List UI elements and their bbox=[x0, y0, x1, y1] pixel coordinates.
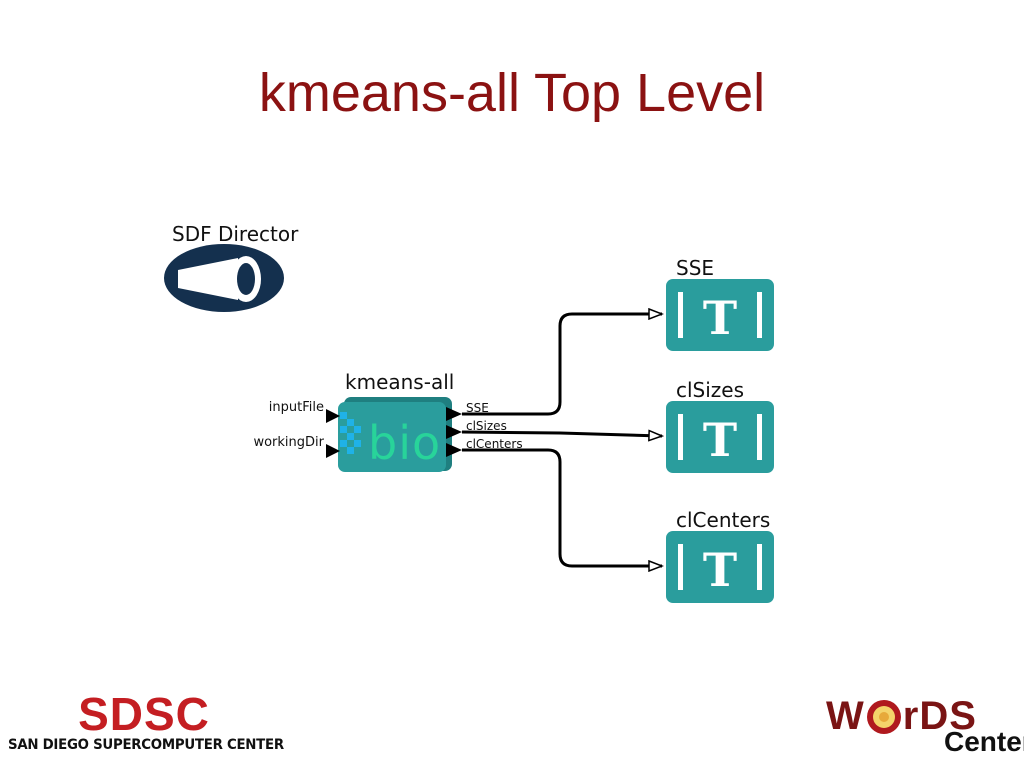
words-logo-text: W rDS bbox=[826, 694, 977, 739]
input-port-inputfile[interactable] bbox=[326, 409, 340, 423]
actor-name: kmeans-all bbox=[345, 370, 454, 394]
director-label: SDF Director bbox=[172, 222, 299, 246]
words-logo-rds: rDS bbox=[902, 694, 977, 738]
display-t-icon: T bbox=[703, 543, 737, 597]
wire-clcenters bbox=[462, 448, 662, 566]
connection-wires bbox=[461, 314, 662, 566]
display-t-icon: T bbox=[703, 413, 737, 467]
words-logo-w: W bbox=[826, 694, 865, 738]
words-center-logo: W rDS Center bbox=[826, 694, 1024, 760]
wire-sse bbox=[462, 314, 662, 416]
wire-clsizes bbox=[461, 432, 662, 436]
output-port-sse[interactable] bbox=[446, 407, 462, 421]
director-icon[interactable] bbox=[164, 244, 284, 312]
sdsc-logo: SDSC SAN DIEGO SUPERCOMPUTER CENTER bbox=[8, 688, 284, 754]
output-port-label: clCenters bbox=[466, 437, 523, 451]
output-port-clcenters[interactable] bbox=[446, 443, 462, 457]
output-port-clsizes[interactable] bbox=[446, 425, 462, 439]
checker-icon bbox=[340, 412, 361, 454]
sink-clcenters[interactable]: clCenters T bbox=[666, 508, 774, 603]
sdsc-logo-subtitle: SAN DIEGO SUPERCOMPUTER CENTER bbox=[8, 737, 284, 753]
input-port-label: workingDir bbox=[253, 435, 324, 450]
sink-clsizes[interactable]: clSizes T bbox=[666, 378, 774, 473]
output-port-label: clSizes bbox=[466, 419, 507, 433]
display-t-icon: T bbox=[703, 291, 737, 345]
words-logo-gear-icon bbox=[866, 699, 902, 735]
output-port-label: SSE bbox=[466, 401, 489, 415]
slide-title: kmeans-all Top Level bbox=[258, 63, 766, 123]
actor-icon-text: bio bbox=[368, 416, 441, 470]
kmeans-actor[interactable]: bio bbox=[338, 397, 452, 472]
input-port-workingdir[interactable] bbox=[326, 444, 340, 458]
sink-label: SSE bbox=[676, 256, 714, 280]
sink-label: clCenters bbox=[676, 508, 770, 532]
sdsc-logo-text: SDSC bbox=[78, 688, 210, 740]
input-port-label: inputFile bbox=[269, 400, 324, 415]
sink-label: clSizes bbox=[676, 378, 744, 402]
sink-sse[interactable]: SSE T bbox=[666, 256, 774, 351]
words-logo-subtitle: Center bbox=[944, 726, 1024, 757]
